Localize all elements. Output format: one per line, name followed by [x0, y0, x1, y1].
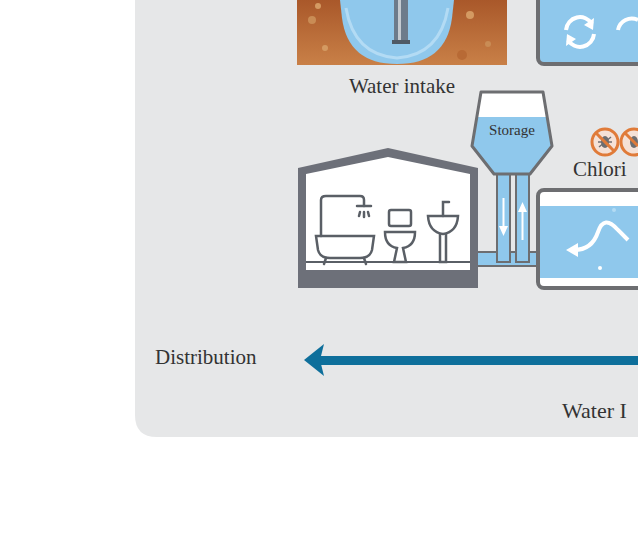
process-label: Chlori: [573, 157, 627, 182]
house: [298, 148, 478, 288]
intake-node: Water intake: [297, 0, 507, 104]
mixing-tank: [538, 190, 638, 288]
storage-tank: Storage: [470, 88, 554, 178]
stage-label: Distribution: [155, 345, 257, 370]
pipes: [476, 170, 540, 266]
tank-label: Storage: [470, 122, 554, 139]
distribution-arrow: [304, 344, 638, 376]
intake-illustration: [297, 0, 507, 65]
chlorine-icons: [592, 129, 638, 155]
section-title: Water I: [562, 398, 627, 424]
intake-label: Water intake: [297, 74, 507, 99]
treatment-tank: [538, 0, 638, 64]
